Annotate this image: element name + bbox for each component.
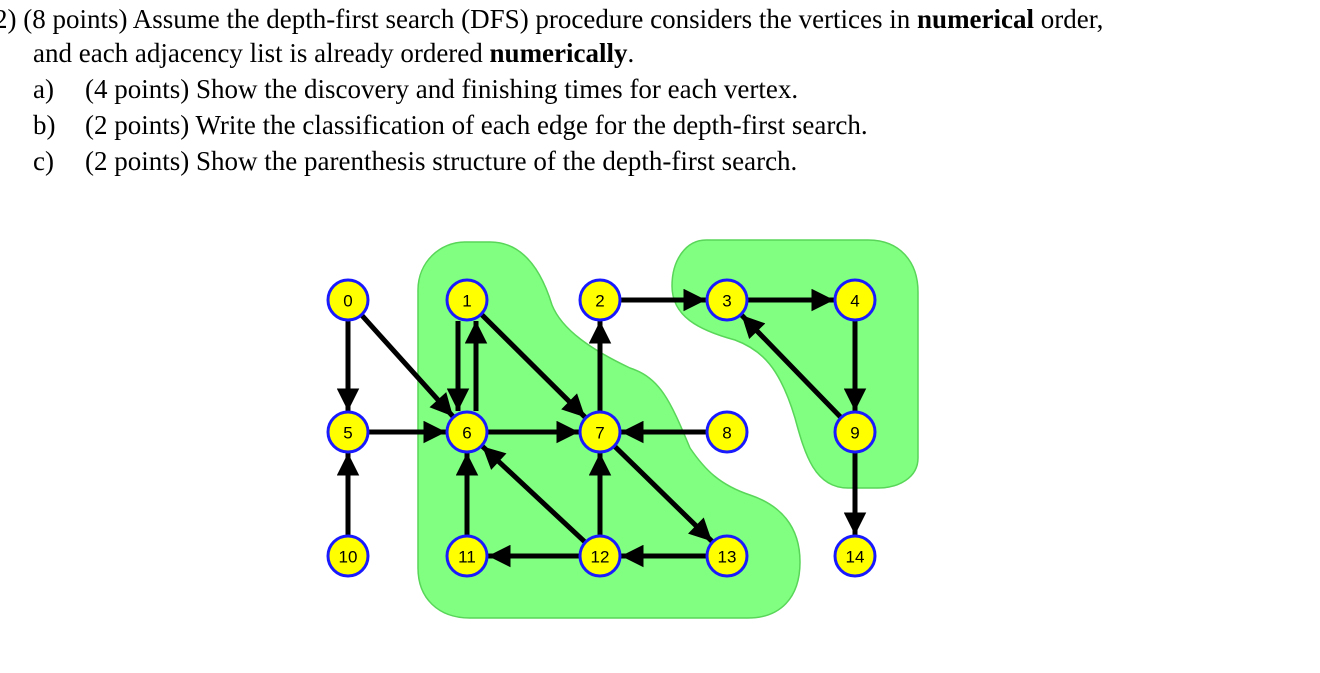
edge-9-to-3 xyxy=(739,313,843,419)
vertex-2: 2 xyxy=(578,278,622,322)
vertex-label: 3 xyxy=(722,292,731,311)
question-text-2: and each adjacency list is already order… xyxy=(33,38,490,68)
vertex-circle xyxy=(578,534,622,578)
vertex-label: 5 xyxy=(343,424,352,443)
vertex-label: 9 xyxy=(850,424,859,443)
vertex-label: 4 xyxy=(850,292,859,311)
question-bold-numerical: numerical xyxy=(917,4,1035,34)
vertex-3: 3 xyxy=(705,278,749,322)
vertex-9: 9 xyxy=(833,410,877,454)
part-c-label: c) xyxy=(33,146,54,176)
vertex-circle xyxy=(705,410,749,454)
vertex-circle xyxy=(833,278,877,322)
vertex-label: 13 xyxy=(718,548,737,567)
vertex-circle xyxy=(705,534,749,578)
question-bold-numerically: numerically xyxy=(489,38,628,68)
vertex-14: 14 xyxy=(833,534,877,578)
vertex-circle xyxy=(578,278,622,322)
region-scc-right xyxy=(671,239,919,489)
edge-1-to-7 xyxy=(480,313,587,419)
vertex-8: 8 xyxy=(705,410,749,454)
part-b-text: (2 points) Write the classification of e… xyxy=(85,110,868,140)
vertex-circle xyxy=(326,410,370,454)
question-text-1-end: order, xyxy=(1034,4,1104,34)
part-a-label: a) xyxy=(33,74,54,104)
vertex-label: 2 xyxy=(595,292,604,311)
vertex-5: 5 xyxy=(326,410,370,454)
edge-0-to-6 xyxy=(360,313,455,419)
vertex-circle xyxy=(833,534,877,578)
vertex-13: 13 xyxy=(705,534,749,578)
vertex-label: 11 xyxy=(458,548,476,567)
question-line-2: and each adjacency list is already order… xyxy=(33,36,634,70)
vertex-label: 8 xyxy=(722,424,731,443)
vertex-4: 4 xyxy=(833,278,877,322)
vertex-circle xyxy=(445,410,489,454)
vertex-0: 0 xyxy=(326,278,370,322)
vertex-label: 1 xyxy=(462,292,471,311)
vertex-circle xyxy=(326,278,370,322)
part-c-text: (2 points) Show the parenthesis structur… xyxy=(85,146,798,176)
edge-7-to-13 xyxy=(613,444,714,544)
vertex-circle xyxy=(326,534,370,578)
vertex-10: 10 xyxy=(326,534,370,578)
vertex-label: 0 xyxy=(343,292,352,311)
vertex-1: 1 xyxy=(445,278,489,322)
vertex-6: 6 xyxy=(445,410,489,454)
vertex-label: 6 xyxy=(462,424,471,443)
graph-edges xyxy=(336,288,867,568)
question-number: 2) xyxy=(0,4,17,34)
vertex-circle xyxy=(833,410,877,454)
vertex-7: 7 xyxy=(578,410,622,454)
vertex-label: 10 xyxy=(339,548,358,567)
question-text-2-end: . xyxy=(627,38,635,68)
vertex-12: 12 xyxy=(578,534,622,578)
part-a-text: (4 points) Show the discovery and finish… xyxy=(85,74,799,104)
vertex-label: 7 xyxy=(595,424,604,443)
vertex-circle xyxy=(705,278,749,322)
part-b-label: b) xyxy=(33,110,56,140)
question-text-1: Assume the depth-first search (DFS) proc… xyxy=(132,4,918,34)
question-line-1: 2) (8 points) Assume the depth-first sea… xyxy=(0,2,1103,36)
edge-12-to-6 xyxy=(480,444,587,544)
vertex-circle xyxy=(445,534,489,578)
question-points: (8 points) xyxy=(23,4,128,34)
vertex-label: 12 xyxy=(591,548,610,567)
vertex-label: 14 xyxy=(846,548,865,567)
vertex-circle xyxy=(578,410,622,454)
vertex-11: 11 xyxy=(445,534,489,578)
vertex-circle xyxy=(445,278,489,322)
